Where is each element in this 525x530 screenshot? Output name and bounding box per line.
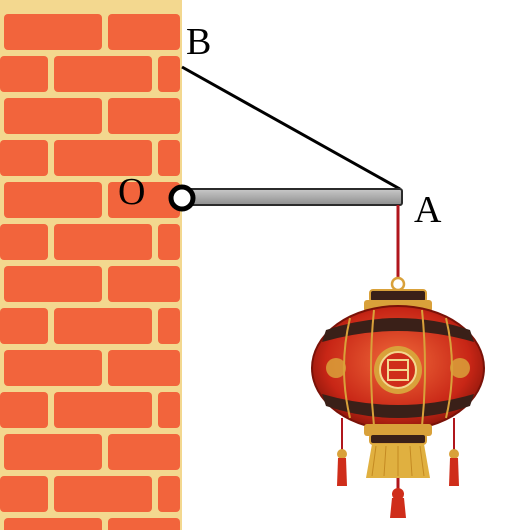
hinge-circle-icon <box>168 184 196 212</box>
label-o: O <box>118 171 145 213</box>
rope-ba <box>181 65 401 191</box>
brick <box>108 182 180 218</box>
brick <box>4 14 102 50</box>
brick <box>4 182 102 218</box>
brick <box>4 350 102 386</box>
brick <box>0 308 48 344</box>
brick <box>4 518 102 530</box>
brick <box>54 308 152 344</box>
brick <box>158 56 180 92</box>
brick <box>54 224 152 260</box>
brick <box>108 518 180 530</box>
label-b: B <box>186 21 211 63</box>
brick <box>158 224 180 260</box>
brick <box>54 476 152 512</box>
rod-oa <box>181 188 403 206</box>
brick <box>158 140 180 176</box>
brick <box>54 56 152 92</box>
brick <box>158 476 180 512</box>
brick-wall <box>0 0 182 530</box>
brick <box>158 392 180 428</box>
brick <box>4 98 102 134</box>
brick <box>4 266 102 302</box>
brick <box>108 98 180 134</box>
brick <box>0 140 48 176</box>
brick <box>0 476 48 512</box>
brick <box>108 434 180 470</box>
label-a: A <box>414 189 442 231</box>
brick <box>0 56 48 92</box>
brick <box>54 140 152 176</box>
brick <box>108 14 180 50</box>
brick <box>0 224 48 260</box>
brick <box>54 392 152 428</box>
wall-bricks <box>0 14 180 530</box>
brick <box>4 434 102 470</box>
brick <box>158 308 180 344</box>
brick <box>108 350 180 386</box>
brick <box>0 392 48 428</box>
brick <box>108 266 180 302</box>
chinese-lantern-icon <box>311 276 485 518</box>
